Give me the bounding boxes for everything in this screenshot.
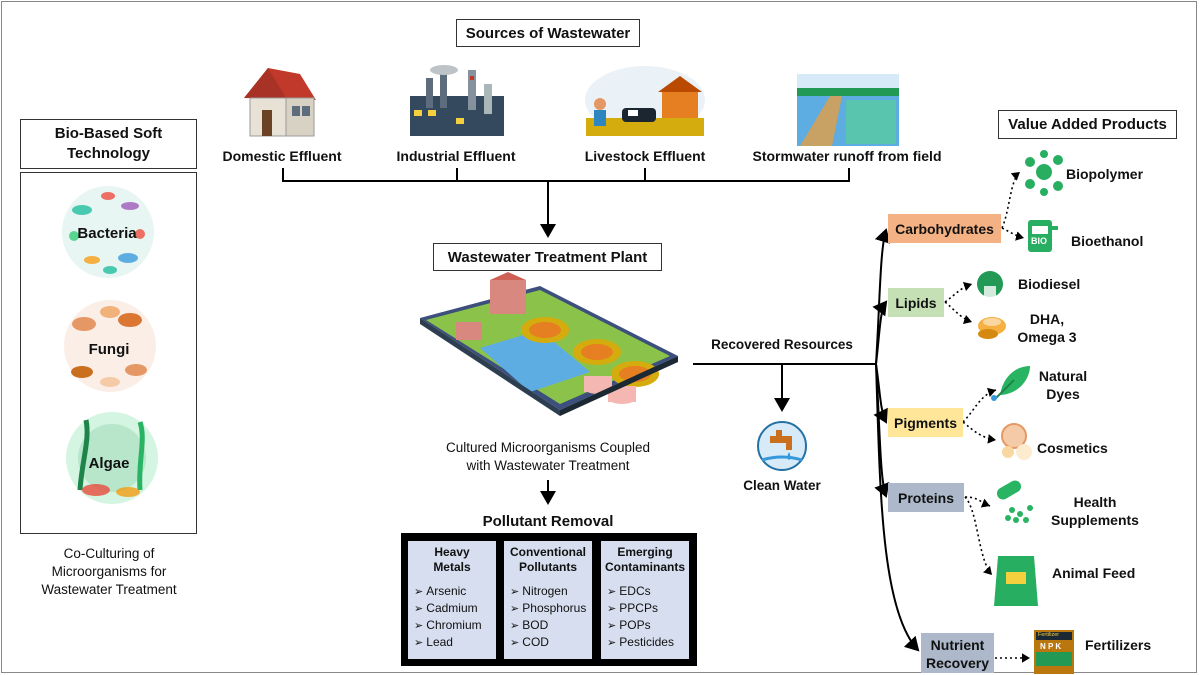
pollutant-column-emerging: Emerging Contaminants EDCs PPCPs POPs Pe… (601, 541, 689, 659)
pollutant-column-conventional: Conventional Pollutants Nitrogen Phospho… (504, 541, 592, 659)
product-health-supplements: Health Supplements (1051, 494, 1139, 528)
fungi-label: Fungi (88, 341, 130, 358)
list-item: Pesticides (607, 634, 689, 651)
product-biodiesel: Biodiesel (1018, 276, 1081, 292)
plant-title: Wastewater Treatment Plant (433, 243, 662, 271)
category-nutrient-recovery: Nutrient Recovery (921, 633, 994, 673)
source-label-stormwater: Stormwater runoff from field (752, 148, 942, 164)
source-label-livestock: Livestock Effluent (584, 148, 706, 164)
fertilizer-bag-label: Fertilizer (1038, 632, 1060, 638)
left-panel-title-text: Bio-Based Soft Technology (54, 125, 163, 162)
list-item: Arsenic (414, 583, 496, 600)
column-heading: Emerging Contaminants (604, 545, 685, 574)
category-lipids: Lipids (888, 288, 944, 317)
category-proteins: Proteins (888, 483, 964, 512)
product-animal-feed: Animal Feed (1052, 565, 1136, 581)
product-fertilizers: Fertilizers (1085, 637, 1152, 653)
list-item: POPs (607, 617, 689, 634)
list-item: BOD (510, 617, 592, 634)
list-item: Lead (414, 634, 496, 651)
list-item: Chromium (414, 617, 496, 634)
column-heading: Conventional Pollutants (509, 545, 586, 574)
sources-title-text: Sources of Wastewater (465, 24, 631, 42)
organism-panel (20, 172, 197, 534)
list-item: Nitrogen (510, 583, 592, 600)
column-heading: Heavy Metals (433, 545, 471, 574)
pollutant-column-heavy-metals: Heavy Metals Arsenic Cadmium Chromium Le… (408, 541, 496, 659)
value-added-title-text: Value Added Products (1008, 116, 1167, 133)
source-label-domestic: Domestic Effluent (222, 148, 342, 164)
product-cosmetics: Cosmetics (1037, 440, 1108, 456)
category-pigments: Pigments (888, 408, 963, 437)
product-dha-omega3: DHA, Omega 3 (1017, 311, 1077, 345)
bacteria-label: Bacteria (77, 225, 137, 242)
left-panel-caption: Co-Culturing of Microorganisms for Waste… (41, 546, 177, 597)
clean-water-label: Clean Water (743, 478, 821, 493)
npk-label: N P K (1040, 642, 1062, 651)
plant-title-text: Wastewater Treatment Plant (447, 248, 648, 266)
recovered-resources-label: Recovered Resources (711, 337, 853, 352)
list-item: PPCPs (607, 600, 689, 617)
bio-tag: BIO (1031, 236, 1048, 246)
algae-label: Algae (88, 455, 130, 472)
plant-caption: Cultured Microorganisms Coupled with Was… (445, 440, 651, 473)
list-item: EDCs (607, 583, 689, 600)
category-carbohydrates: Carbohydrates (888, 214, 1001, 243)
list-item: Cadmium (414, 600, 496, 617)
list-item: Phosphorus (510, 600, 592, 617)
source-label-industrial: Industrial Effluent (396, 148, 516, 164)
value-added-title: Value Added Products (998, 110, 1177, 139)
product-biopolymer: Biopolymer (1066, 166, 1144, 182)
left-panel-title: Bio-Based Soft Technology (20, 119, 197, 169)
list-item: COD (510, 634, 592, 651)
pollutant-removal-title: Pollutant Removal (482, 513, 614, 530)
product-natural-dyes: Natural Dyes (1038, 368, 1088, 402)
product-bioethanol: Bioethanol (1071, 233, 1144, 249)
sources-title: Sources of Wastewater (456, 19, 640, 47)
